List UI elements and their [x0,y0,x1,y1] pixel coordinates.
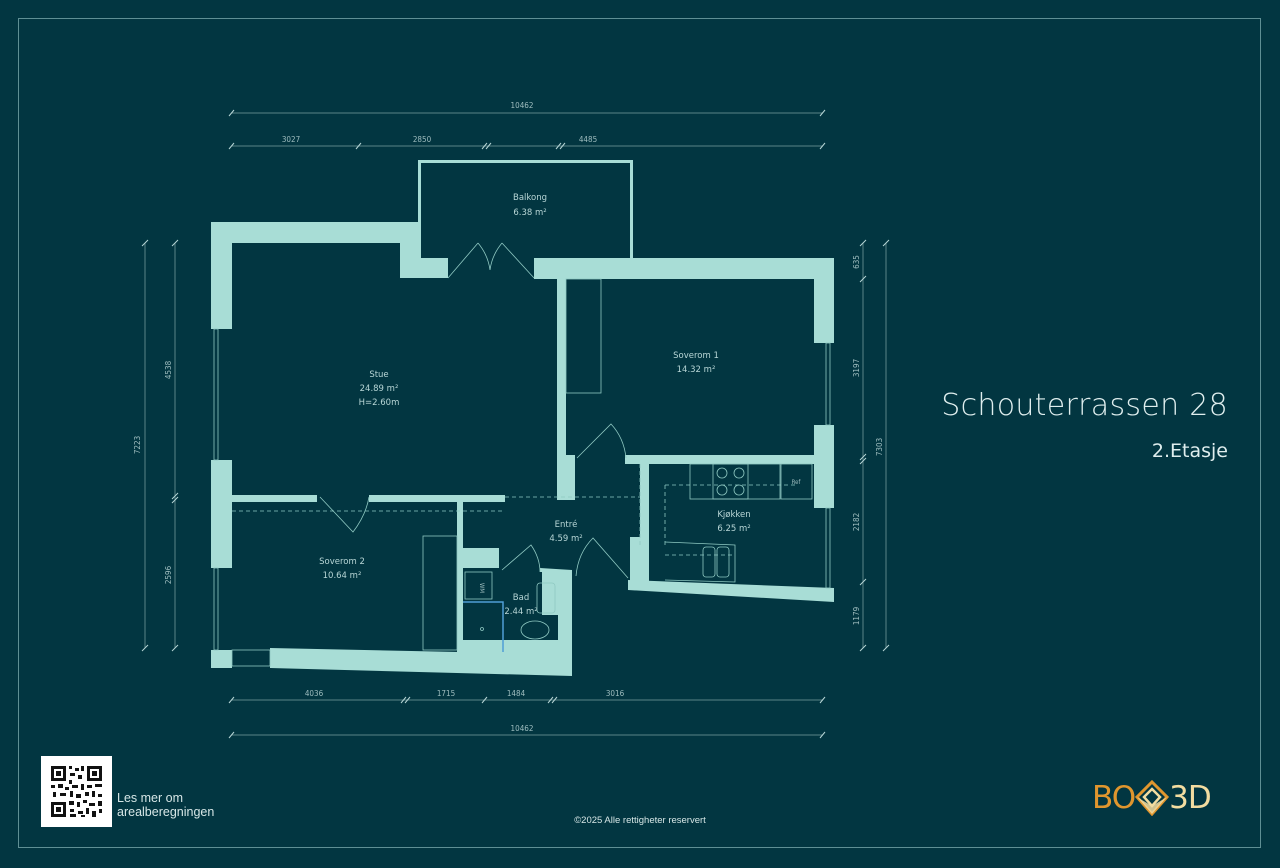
window-kjokken [825,507,831,589]
room-stue-height: H=2.60m [359,398,400,408]
dim-top-1: 3027 [282,135,300,144]
washer-icon [464,571,493,600]
room-kjokken-area: 6.25 m² [717,524,750,534]
dim-right-4: 1179 [852,606,861,625]
dim-top-2: 2850 [413,135,432,144]
sink-icon [536,582,556,614]
dim-bottom-4: 3016 [606,689,625,698]
fixtures [213,242,831,667]
bo3d-logo: BO 3D [1092,780,1212,816]
copyright-text: ©2025 Alle rettigheter reservert [574,815,706,826]
dim-bottom-1: 4036 [305,689,324,698]
room-bad-name: Bad [513,593,529,603]
page-frame [18,18,1261,848]
qr-code-icon [51,766,102,817]
dim-left-1: 4538 [164,360,173,379]
room-kjokken-name: Kjøkken [717,510,750,520]
room-stue-area: 24.89 m² [360,384,399,394]
walls [211,160,834,676]
address-title: Schouterrassen 28 [941,388,1228,423]
logo-bo-text: BO [1092,780,1136,816]
dim-bottom-2: 1715 [437,689,455,698]
dim-right-2: 3197 [852,359,861,377]
room-stue-name: Stue [369,370,388,380]
dim-bottom-total: 10462 [511,724,534,733]
room-balkong-name: Balkong [513,193,547,203]
fridge-label: Ref [792,479,801,486]
room-soverom1-name: Soverom 1 [673,351,719,361]
dim-left-total: 7223 [133,436,142,454]
diamond-logo-icon [1135,780,1170,816]
dimension-labels: 10462 3027 2850 4485 4036 1715 1484 3016… [133,101,884,733]
stove-icon [712,463,749,500]
fridge-icon [780,463,813,500]
window-bottom [231,649,271,667]
qr-caption-line2: arealberegningen [117,805,215,819]
qr-caption-line1: Les mer om [117,791,183,805]
room-labels: Balkong 6.38 m² Stue 24.89 m² H=2.60m So… [319,193,751,617]
window-soverom1 [825,342,831,426]
qr-code[interactable] [41,756,112,827]
room-entre-area: 4.59 m² [549,534,582,544]
dim-right-total: 7303 [875,438,884,456]
qr-caption: Les mer om arealberegningen [117,791,214,819]
toilet-icon [520,620,550,640]
dimension-ticks [141,109,890,739]
dim-top-total: 10462 [511,101,534,110]
room-balkong-area: 6.38 m² [513,208,546,218]
room-entre-name: Entré [555,519,578,530]
dim-right-3: 2182 [852,513,861,531]
floor-label: 2.Etasje [1151,440,1228,462]
dim-bottom-3: 1484 [507,689,526,698]
room-soverom1-area: 14.32 m² [677,365,716,375]
dim-right-1: 635 [852,255,861,269]
dimension-lines [144,112,887,736]
room-soverom2-name: Soverom 2 [319,557,365,567]
dim-top-3: 4485 [579,135,597,144]
room-bad-area: 2.44 m² [504,607,537,617]
window-soverom2 [213,567,219,651]
room-soverom2-area: 10.64 m² [323,571,362,581]
shower-outline [463,601,504,652]
dim-left-2: 2596 [164,565,173,584]
window-stue [213,328,219,461]
washer-label: WM [478,583,485,593]
logo-3d-text: 3D [1169,780,1212,816]
